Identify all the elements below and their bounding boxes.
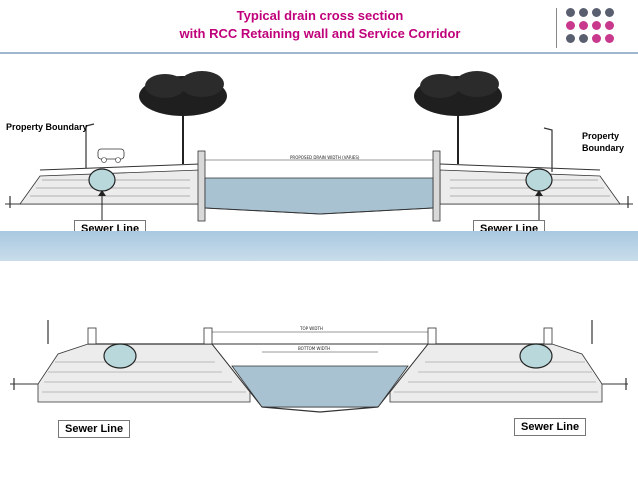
header-divider [556,8,557,48]
logo-dot [592,34,601,43]
logo-dot [605,8,614,17]
sewer-line-label-bottom-right: Sewer Line [514,418,587,436]
property-boundary-right-label: Property Boundary [582,131,625,153]
sewer-pipe-bottom-left [103,343,137,369]
logo-dot [566,8,575,17]
tree-right-icon [414,71,502,164]
logo-dot [605,34,614,43]
drain-water-bottom [231,365,409,408]
tree-left-icon [139,71,227,164]
sewer-pipe-right [525,168,553,192]
logo-dot [566,34,575,43]
slide-title-line2: with RCC Retaining wall and Service Corr… [179,26,461,41]
svg-text:BOTTOM WIDTH: BOTTOM WIDTH [298,346,330,351]
right-embankment-bottom [389,343,603,403]
lamp-post-right [543,127,553,172]
retaining-wall-left [197,150,206,222]
logo-dot [579,34,588,43]
separator-band [0,231,638,261]
logo-dot [566,21,575,30]
sewer-pipe-left [88,168,116,192]
logo-dot [605,21,614,30]
svg-text:PROPOSED DRAIN WIDTH (VARIES): PROPOSED DRAIN WIDTH (VARIES) [290,155,360,160]
sewer-pipe-bottom-right [519,343,553,369]
logo-dot [592,21,601,30]
logo-dot [579,8,588,17]
property-boundary-left-label: Property Boundary [6,122,88,132]
drain-cross-section-bottom: TOP WIDTH BOTTOM WIDTH [10,320,628,413]
left-embankment-bottom [37,343,251,403]
drain-cross-section-top: PROPOSED DRAIN WIDTH (VARIES) [5,71,633,222]
car-icon [97,148,125,160]
lamp-post-left [85,123,95,168]
drain-water [204,177,434,215]
slide-title-line1: Typical drain cross section [236,8,404,23]
sewer-line-label-bottom-left: Sewer Line [58,420,131,438]
retaining-wall-right [432,150,441,222]
logo-dot [592,8,601,17]
logo-dot [579,21,588,30]
svg-text:TOP WIDTH: TOP WIDTH [299,326,323,331]
header-band [0,52,638,54]
